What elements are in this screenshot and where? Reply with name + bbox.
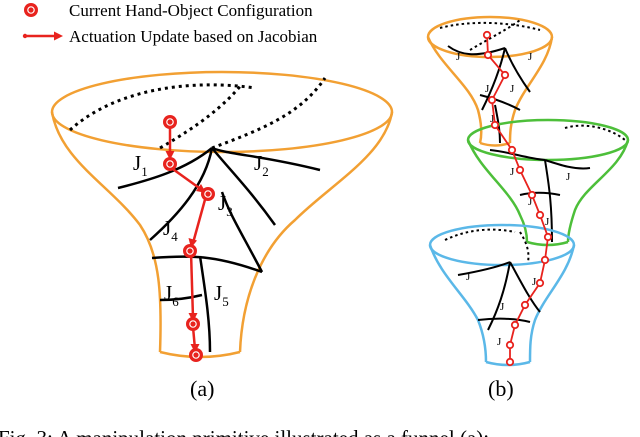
svg-text:J1: J1 bbox=[133, 151, 148, 179]
funnel-a-boundary-4 bbox=[149, 147, 214, 241]
config-marker bbox=[183, 244, 197, 258]
config-marker bbox=[163, 115, 177, 129]
config-marker bbox=[505, 340, 515, 350]
funnel-a-boundary-6 bbox=[151, 255, 263, 274]
svg-text:J: J bbox=[456, 51, 461, 63]
svg-text:J: J bbox=[532, 276, 537, 288]
panel-b-label: (b) bbox=[488, 376, 514, 401]
legend-config-label: Current Hand-Object Configuration bbox=[69, 1, 313, 20]
svg-text:J: J bbox=[485, 83, 490, 95]
svg-text:J: J bbox=[566, 171, 571, 183]
config-marker bbox=[163, 157, 177, 171]
svg-text:J: J bbox=[528, 196, 533, 208]
svg-text:J: J bbox=[545, 216, 550, 228]
legend: Current Hand-Object Configuration Actuat… bbox=[22, 1, 318, 46]
jacobian-label-1: J1 bbox=[133, 151, 148, 179]
funnel-a-dotted-boundary-3 bbox=[211, 77, 327, 150]
svg-text:J5: J5 bbox=[214, 281, 229, 309]
funnel-b-blue bbox=[428, 223, 576, 367]
legend-update-dot bbox=[22, 33, 28, 39]
svg-text:J6: J6 bbox=[164, 281, 179, 309]
panel-a-label: (a) bbox=[190, 376, 214, 401]
funnel-b-orange bbox=[426, 15, 554, 147]
svg-text:J: J bbox=[466, 271, 471, 283]
config-marker bbox=[543, 232, 553, 242]
legend-config-marker-ring bbox=[27, 6, 35, 14]
config-marker bbox=[500, 70, 510, 80]
config-marker bbox=[535, 210, 545, 220]
jacobian-label-2: J2 bbox=[254, 151, 269, 179]
jacobian-label-3: J3 bbox=[218, 191, 233, 219]
funnel-a-boundary-7 bbox=[198, 255, 212, 353]
svg-text:J3: J3 bbox=[218, 191, 233, 219]
svg-text:J: J bbox=[490, 113, 495, 125]
figure-caption: Fig. 3: A manipulation primitive illustr… bbox=[0, 426, 489, 437]
svg-text:J: J bbox=[528, 51, 533, 63]
config-marker bbox=[535, 278, 545, 288]
jacobian-label-5: J5 bbox=[214, 281, 229, 309]
config-marker bbox=[186, 317, 200, 331]
svg-text:J: J bbox=[510, 83, 515, 95]
svg-text:J2: J2 bbox=[254, 151, 269, 179]
config-marker bbox=[520, 300, 530, 310]
funnel-a: J1 J2 J3 J4 J5 J6 bbox=[50, 70, 394, 401]
config-marker bbox=[201, 187, 215, 201]
config-marker bbox=[189, 348, 203, 362]
funnel-a-boundary-2 bbox=[211, 147, 277, 226]
legend-update-label: Actuation Update based on Jacobian bbox=[69, 27, 318, 46]
funnel-a-boundary-3 bbox=[211, 146, 321, 172]
funnel-a-dotted-boundary-1 bbox=[68, 83, 256, 132]
jacobian-label-4: J4 bbox=[163, 216, 178, 244]
config-marker bbox=[540, 255, 550, 265]
legend-update-arrowhead bbox=[54, 31, 63, 41]
funnel-a-left-wall bbox=[50, 111, 162, 353]
jacobian-label-6: J6 bbox=[164, 281, 179, 309]
config-marker bbox=[483, 50, 493, 60]
funnel-b-jacobian-labels: J J J J J J J J J J J J J bbox=[456, 51, 571, 348]
config-marker bbox=[527, 190, 537, 200]
svg-text:J4: J4 bbox=[163, 216, 178, 244]
config-marker bbox=[490, 120, 500, 130]
funnel-b-green bbox=[466, 118, 630, 247]
config-marker bbox=[510, 320, 520, 330]
svg-text:J: J bbox=[497, 336, 502, 348]
funnel-b-stack: J J J J J J J J J J J J J bbox=[426, 15, 630, 401]
svg-text:J: J bbox=[510, 166, 515, 178]
funnel-b-path bbox=[486, 34, 549, 362]
config-marker bbox=[482, 30, 492, 40]
funnel-b-config-markers bbox=[482, 30, 553, 367]
funnel-a-right-wall bbox=[238, 111, 394, 353]
funnel-a-boundary-5 bbox=[220, 191, 264, 273]
svg-text:J: J bbox=[500, 301, 505, 313]
funnel-a-config-markers bbox=[163, 115, 215, 362]
config-marker bbox=[505, 357, 515, 367]
funnel-a-boundary-8 bbox=[159, 293, 203, 302]
config-marker bbox=[515, 165, 525, 175]
config-marker bbox=[507, 145, 517, 155]
funnel-a-dotted-boundary-2 bbox=[159, 83, 244, 150]
funnel-a-boundary-1 bbox=[117, 147, 213, 190]
config-marker bbox=[487, 95, 497, 105]
legend-config-marker bbox=[24, 3, 38, 17]
funnel-a-path bbox=[165, 122, 208, 353]
